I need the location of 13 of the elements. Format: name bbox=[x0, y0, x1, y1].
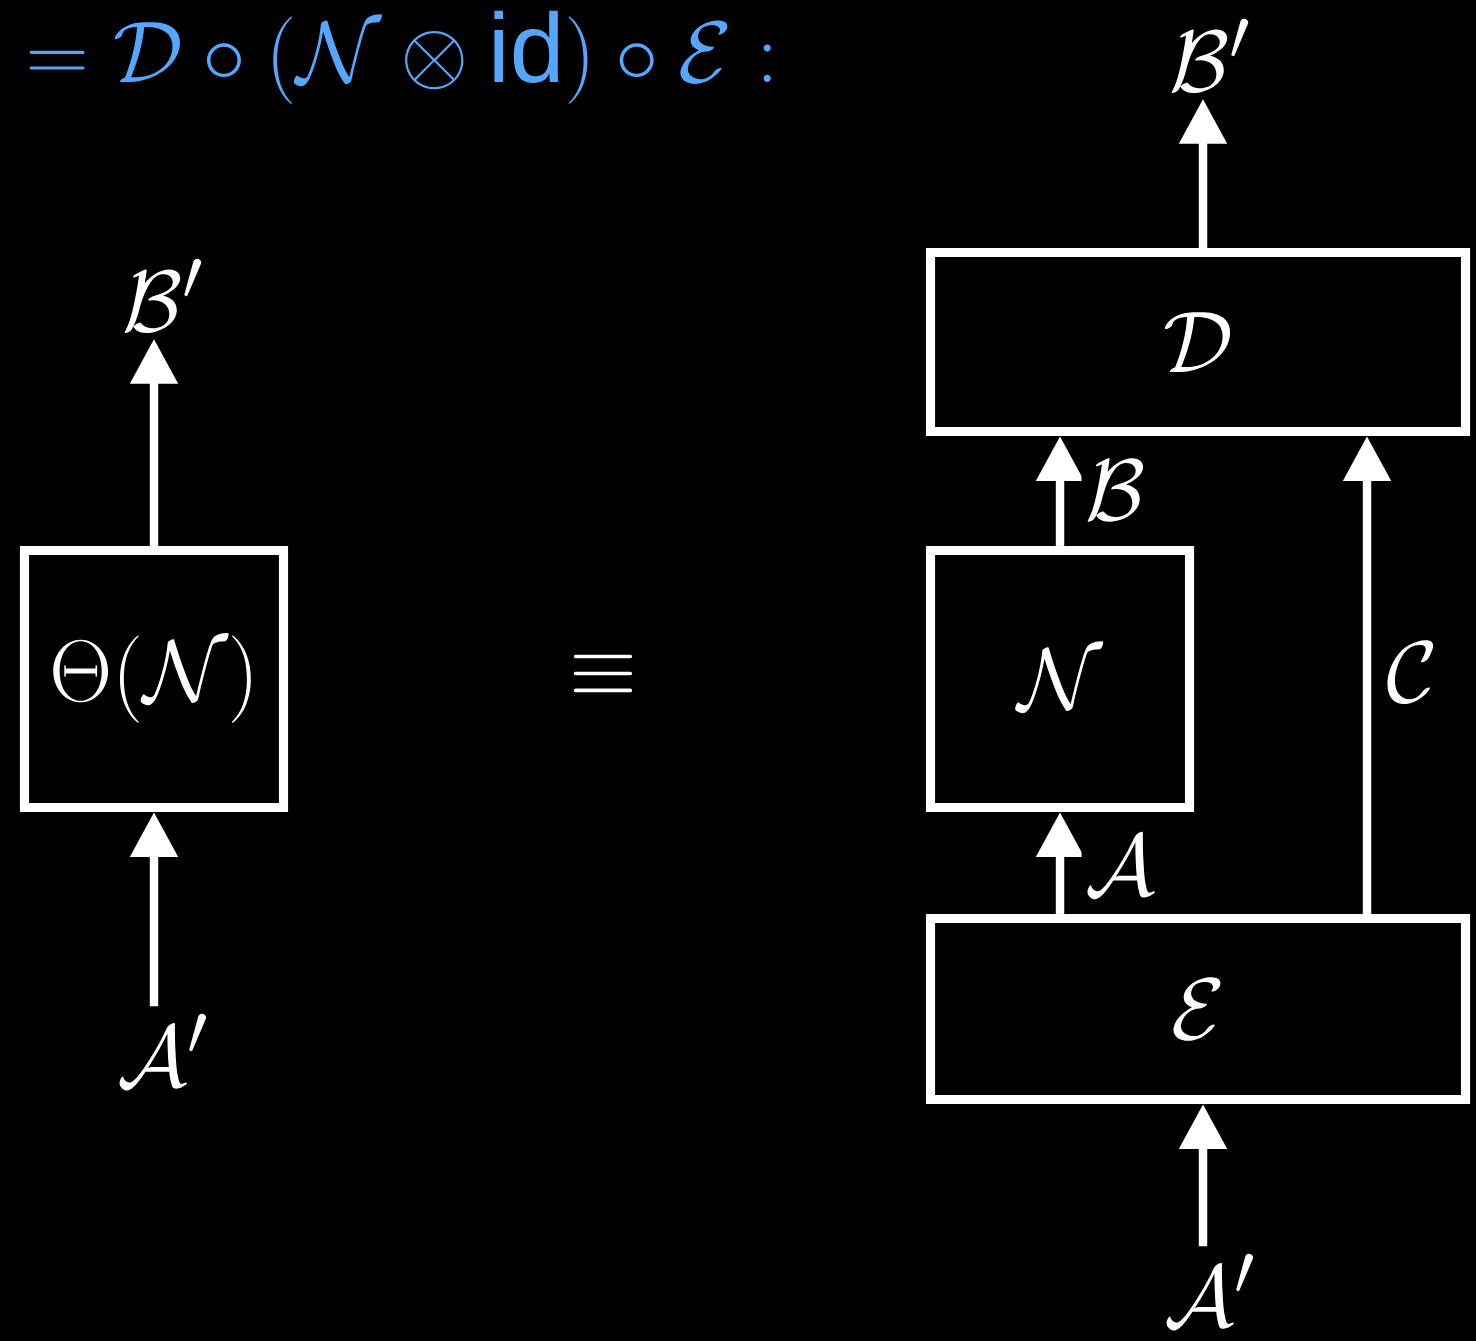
process-box: $\Theta(\mathcal{N})$ bbox=[19, 545, 289, 813]
process-box: $\mathcal{N}$ bbox=[925, 545, 1195, 813]
process-box: $\mathcal{D}$ bbox=[925, 247, 1471, 437]
wire-label: $\mathcal{A}'$ bbox=[119, 1013, 207, 1091]
edge-label: $\mathcal{B}$ bbox=[1081, 456, 1149, 524]
wire-label: $\mathcal{B}'$ bbox=[1171, 18, 1249, 94]
formula: $= \mathcal{D}\circ(\mathcal{N}\otimes\mathrm{id})\circ\mathcal{E}:$ bbox=[29, 10, 771, 104]
process-box: $\mathcal{E}$ bbox=[925, 913, 1471, 1105]
edge-label: $\mathcal{C}$ bbox=[1382, 638, 1442, 706]
edge-label: $\mathcal{A}$ bbox=[1081, 831, 1159, 900]
wire-label: $\mathcal{B}'$ bbox=[124, 258, 202, 334]
wire-label: $\mathcal{A}'$ bbox=[1166, 1253, 1254, 1331]
equivalence-sign: $\equiv$ bbox=[573, 654, 633, 693]
